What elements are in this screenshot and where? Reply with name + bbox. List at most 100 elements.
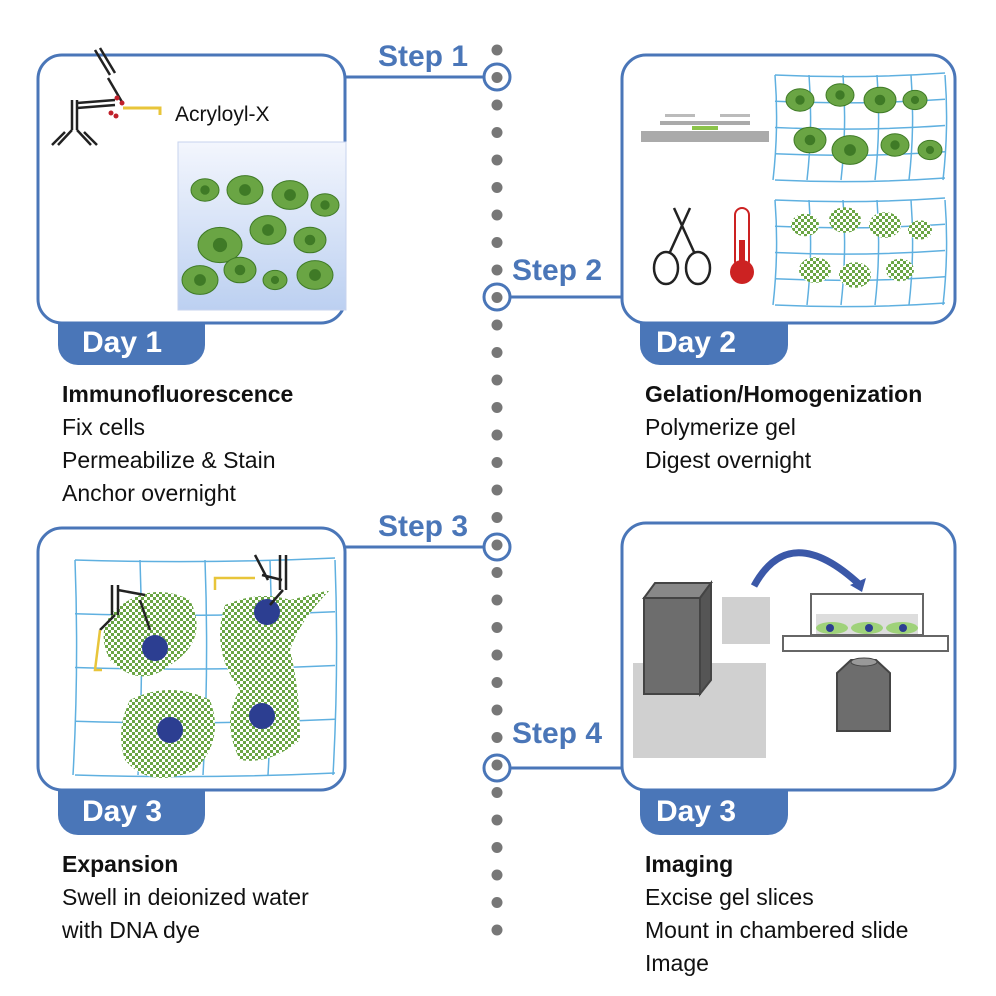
timeline-dot (491, 182, 503, 193)
cell-nucleus (835, 90, 845, 100)
timeline-dot (491, 292, 503, 303)
mesh-line (774, 72, 946, 78)
cell-nucleus (194, 274, 206, 286)
mesh-line (774, 197, 946, 203)
scissors-icon (652, 207, 712, 286)
timeline-dot (491, 99, 503, 111)
timeline-dot (491, 622, 503, 633)
mesh-line (74, 772, 336, 778)
step2-node (482, 282, 512, 312)
line: with DNA dye (62, 917, 201, 943)
cell-nucleus (309, 269, 321, 281)
title: Immunofluorescence (62, 381, 294, 407)
title: Gelation/Homogenization (645, 381, 923, 407)
day-3-label: Day 3 (82, 795, 163, 828)
cell-nucleus (795, 95, 805, 105)
cells-group (181, 175, 340, 295)
cell-nucleus (320, 200, 330, 210)
timeline-dot (491, 787, 503, 798)
cell-nucleus (262, 224, 274, 236)
step-4-label: Step 4 (512, 717, 603, 750)
title: Expansion (62, 851, 179, 877)
step-1-label: Step 1 (378, 40, 469, 73)
mesh-line (908, 74, 914, 181)
mesh-line (874, 199, 880, 306)
expansion-description: Expansion Swell in deionized water with … (62, 848, 309, 947)
timeline-dot (491, 264, 503, 276)
mesh-line (774, 302, 946, 308)
cell (839, 262, 871, 288)
line: Swell in deionized water (62, 884, 309, 910)
cell (869, 212, 901, 238)
mesh-line (874, 74, 880, 181)
step-2-label: Step 2 (512, 254, 603, 287)
immunofluorescence-description: Immunofluorescence Fix cells Permeabiliz… (62, 378, 293, 510)
timeline-dotted-line (491, 44, 503, 936)
antibody-icon (51, 47, 124, 146)
timeline-dot (491, 512, 503, 523)
gelation-description: Gelation/Homogenization Polymerize gel D… (645, 378, 922, 477)
cell-nucleus (239, 184, 251, 196)
timeline-dot (491, 237, 503, 248)
cell (829, 207, 861, 233)
mesh-line (74, 664, 336, 670)
timeline-dot (491, 402, 503, 413)
cell-nucleus (874, 94, 886, 106)
line: Digest overnight (645, 447, 812, 473)
timeline-dot (491, 127, 503, 138)
step3-node (482, 532, 512, 562)
nuclei (142, 599, 280, 743)
gelled-cells (785, 83, 943, 165)
step-3-label: Step 3 (378, 510, 469, 543)
cell-nucleus (270, 275, 280, 285)
timeline-dot (491, 209, 503, 221)
timeline-dot (491, 44, 503, 56)
timeline-dot (491, 759, 503, 771)
day-2-label: Day 2 (656, 326, 737, 359)
timeline-dot (491, 594, 503, 606)
acryloyl-x-label: Acryloyl-X (175, 103, 270, 126)
cell-nucleus (804, 134, 816, 146)
mesh-line (942, 199, 948, 306)
timeline-dot (491, 842, 503, 853)
timeline-dot (491, 484, 503, 496)
gel-slicing-illustration (633, 579, 770, 758)
timeline-dot (491, 677, 503, 688)
timeline-dot (491, 869, 503, 881)
timeline-dot (491, 457, 503, 468)
timeline-dot (491, 539, 503, 551)
cell-nucleus (234, 264, 246, 276)
mesh-line (774, 177, 946, 183)
antibodies (99, 554, 288, 631)
cell (908, 220, 932, 240)
timeline-dot (491, 429, 503, 441)
cell-nucleus (910, 95, 920, 105)
mesh-line (772, 199, 778, 306)
mesh-line (908, 199, 914, 306)
timeline-dot (491, 732, 503, 743)
gel-mold (641, 114, 769, 142)
cell-nucleus (200, 185, 210, 195)
line: Mount in chambered slide (645, 917, 909, 943)
imaging-description: Imaging Excise gel slices Mount in chamb… (645, 848, 908, 980)
timeline-dot (491, 154, 503, 166)
line: Permeabilize & Stain (62, 447, 276, 473)
mesh-line (774, 249, 946, 255)
mesh-line (772, 74, 778, 181)
day3-tab (58, 786, 205, 835)
chambered-slide (782, 593, 949, 652)
cell-nucleus (925, 145, 935, 155)
cell-nucleus (844, 144, 856, 156)
timeline-dot (491, 924, 503, 936)
cell (886, 258, 914, 282)
digested-cells (791, 207, 932, 288)
cell-nucleus (284, 189, 296, 201)
mesh-line (72, 559, 78, 776)
timeline-dot (491, 814, 503, 826)
line: Fix cells (62, 414, 146, 440)
line: Anchor overnight (62, 480, 236, 506)
cell-nucleus (212, 237, 228, 253)
mesh-line (806, 199, 812, 306)
mesh-line (942, 74, 948, 181)
